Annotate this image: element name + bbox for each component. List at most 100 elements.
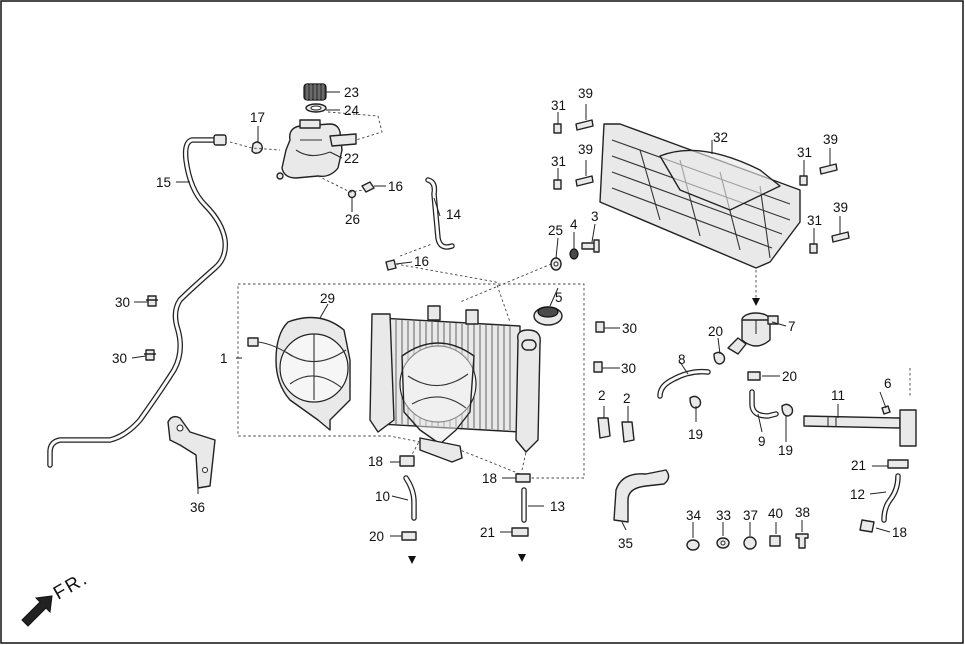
clip-30-d	[593, 361, 603, 373]
callout-18a: 18	[368, 454, 383, 469]
callout-32: 32	[713, 130, 728, 145]
bracket-2-b	[621, 421, 635, 443]
guide-line-a	[327, 111, 383, 141]
bolt-31-c	[799, 175, 808, 186]
bracket-35	[613, 469, 670, 523]
callout-21b: 21	[851, 458, 866, 473]
reservoir-22	[276, 119, 357, 180]
clamp-18-b	[515, 473, 531, 483]
callout-13: 13	[550, 499, 565, 514]
callout-2b: 2	[623, 391, 631, 406]
clamp-16-upper	[361, 181, 375, 193]
bracket-2-a	[597, 417, 611, 439]
bolt-31-b	[553, 179, 562, 190]
clamp-21-a	[511, 527, 529, 537]
direction-label: FR.	[50, 568, 92, 604]
callout-labels: 1 2 2 3 4 5 6 7 8 9 10 11 12 13 14 15 16…	[112, 85, 907, 551]
hose-14	[425, 177, 455, 250]
bolt-31-a	[553, 123, 562, 134]
callout-38: 38	[795, 505, 810, 520]
guide-line-b	[229, 141, 281, 151]
nut-40	[769, 535, 781, 547]
arrow-down-c	[752, 298, 760, 306]
clamp-21-b	[887, 459, 909, 469]
callout-37: 37	[743, 508, 758, 523]
bolt-39-c	[819, 163, 838, 175]
hose-12	[881, 473, 901, 523]
callout-8: 8	[678, 352, 686, 367]
arrow-down-a	[408, 556, 416, 564]
callout-39b: 39	[578, 142, 593, 157]
callout-6: 6	[884, 376, 892, 391]
guide-line-g	[409, 439, 421, 459]
nut-37	[743, 536, 757, 550]
callout-16b: 16	[414, 254, 429, 269]
callout-30c: 30	[622, 321, 637, 336]
callout-40: 40	[768, 506, 783, 521]
guide-line-d	[395, 263, 511, 323]
radiator-cap-5	[533, 306, 563, 326]
bolt-3	[581, 239, 600, 253]
washer-4	[569, 248, 579, 260]
callout-30b: 30	[112, 351, 127, 366]
callout-34: 34	[686, 508, 702, 523]
callout-12: 12	[850, 487, 865, 502]
callout-9: 9	[758, 434, 766, 449]
callout-14: 14	[446, 207, 462, 222]
grille-32	[599, 123, 801, 269]
callout-19a: 19	[688, 427, 703, 442]
clip-30-b	[144, 349, 156, 361]
guide-line-h	[521, 451, 527, 471]
hose-8	[657, 368, 711, 399]
clip-30-a	[146, 295, 158, 307]
seal-24	[305, 103, 327, 113]
callout-10: 10	[375, 489, 390, 504]
callout-33: 33	[716, 508, 731, 523]
thermostat-7	[727, 312, 779, 355]
callout-36: 36	[190, 500, 205, 515]
guide-line-f	[459, 261, 557, 303]
callout-15: 15	[156, 175, 171, 190]
callout-29: 29	[320, 291, 335, 306]
pipe-11	[803, 409, 917, 447]
callout-2a: 2	[598, 388, 606, 403]
callout-20c: 20	[369, 529, 384, 544]
bolt-38	[795, 533, 809, 549]
callout-11: 11	[831, 388, 845, 403]
bolt-39-d	[831, 231, 850, 243]
leader-lines	[131, 91, 891, 538]
clamp-16-lower	[385, 259, 397, 271]
callout-5: 5	[555, 290, 563, 305]
clamp-18-a	[399, 455, 415, 467]
bolt-39-a	[575, 119, 594, 131]
clip-30-c	[595, 321, 605, 333]
overflow-hose	[47, 134, 229, 468]
callout-7: 7	[788, 319, 796, 334]
front-direction-arrow: FR.	[21, 568, 92, 627]
callout-4: 4	[570, 217, 578, 232]
guide-line-e	[399, 243, 433, 257]
callout-24: 24	[344, 103, 360, 118]
callout-18b: 18	[482, 471, 497, 486]
clamp-17	[251, 141, 263, 154]
callout-25: 25	[548, 223, 563, 238]
bolt-31-d	[809, 243, 818, 254]
hose-9	[749, 389, 779, 419]
callout-31d: 31	[807, 213, 822, 228]
radiator	[369, 305, 541, 463]
guide-line-c	[317, 175, 365, 193]
callout-17: 17	[250, 110, 265, 125]
callout-39a: 39	[578, 86, 593, 101]
assembly-outline	[237, 283, 585, 479]
clamp-19-b	[781, 403, 794, 417]
callout-39c: 39	[823, 132, 838, 147]
callout-35: 35	[618, 536, 633, 551]
callout-19b: 19	[778, 443, 793, 458]
callout-31a: 31	[551, 98, 566, 113]
clamp-18-c	[859, 519, 875, 533]
callout-20a: 20	[708, 324, 723, 339]
callout-1: 1	[220, 351, 228, 366]
